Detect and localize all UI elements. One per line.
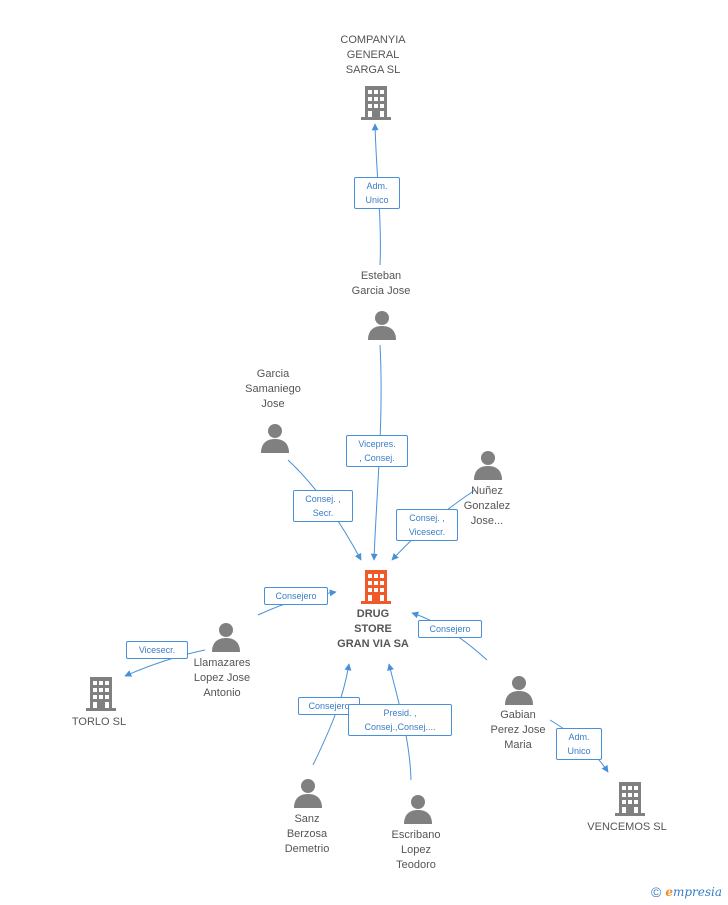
- node-label-vencemos[interactable]: VENCEMOS SL: [587, 821, 667, 833]
- brand-logo[interactable]: empresia: [665, 885, 723, 899]
- edge-label-consej-vicesecr: Consej. , Vicesecr.: [396, 509, 458, 541]
- node-label-llamazares[interactable]: Llamazares Lopez Jose Antonio: [193, 657, 251, 699]
- edge-label-vicepres-consej: Vicepres. , Consej.: [346, 435, 408, 467]
- node-label-esteban[interactable]: Esteban Garcia Jose: [351, 270, 411, 297]
- node-label-gabian[interactable]: Gabian Perez Jose Maria: [490, 709, 546, 751]
- node-label-garcia[interactable]: Garcia Samaniego Jose: [245, 368, 301, 410]
- person-icon: [404, 795, 432, 824]
- person-icon: [212, 623, 240, 652]
- edge-label-adm-unico: Adm. Unico: [354, 177, 400, 209]
- person-icon: [505, 676, 533, 705]
- edge-label-consejero: Consejero: [418, 620, 482, 638]
- edge-llamazares-torlo: [124, 649, 206, 677]
- node-label-drug-store[interactable]: DRUG STORE GRAN VIA SA: [337, 608, 409, 650]
- edge-label-vicesecr: Vicesecr.: [126, 641, 188, 659]
- building-icon-main: [361, 570, 391, 604]
- copyright-icon: ©: [651, 884, 662, 900]
- edge-label-consej-secr: Consej. , Secr.: [293, 490, 353, 522]
- person-icon: [261, 424, 289, 453]
- node-label-sanz[interactable]: Sanz Berzosa Demetrio: [284, 813, 330, 855]
- building-icon: [361, 86, 391, 120]
- edge-label-adm-unico: Adm. Unico: [556, 728, 602, 760]
- person-icon: [368, 311, 396, 340]
- node-label-nunez[interactable]: Nuñez Gonzalez Jose...: [463, 485, 511, 527]
- node-label-escribano[interactable]: Escribano Lopez Teodoro: [391, 829, 441, 871]
- edge-label-presid-consej: Presid. , Consej.,Consej....: [348, 704, 452, 736]
- building-icon: [86, 677, 116, 711]
- person-icon: [474, 451, 502, 480]
- node-label-torlo[interactable]: TORLO SL: [71, 716, 127, 728]
- edge-label-consejero: Consejero: [264, 587, 328, 605]
- person-icon: [294, 779, 322, 808]
- node-label-companyia[interactable]: COMPANYIA GENERAL SARGA SL: [340, 34, 406, 76]
- building-icon: [615, 782, 645, 816]
- footer-brand: © empresia: [651, 884, 722, 900]
